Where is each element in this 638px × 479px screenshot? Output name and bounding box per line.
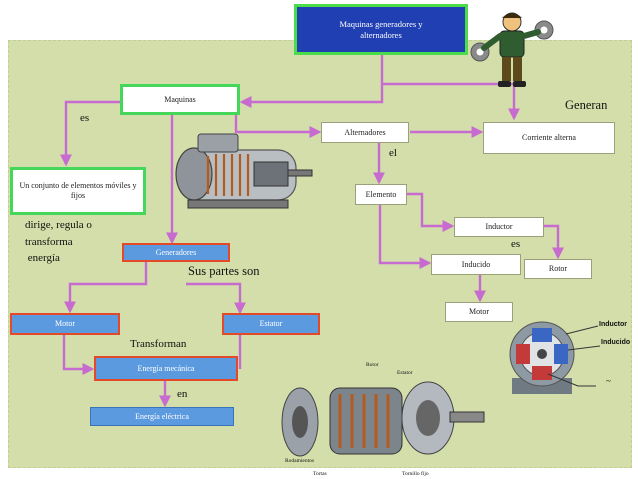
worker-with-gears-icon xyxy=(470,12,554,87)
part-label-tortas: Tortas xyxy=(313,471,327,477)
node-maquinas: Maquinas xyxy=(120,84,240,115)
part-label-estator: Estator xyxy=(397,370,413,376)
edge-motor-energia xyxy=(62,335,95,375)
node-energia-mecanica: Energía mecánica xyxy=(94,356,238,381)
node-generadores: Generadores xyxy=(122,243,230,262)
node-energia-electrica: Energía eléctrica xyxy=(90,407,234,426)
label-es-left: es xyxy=(80,112,90,124)
motor-label-tilde: ~ xyxy=(606,376,611,386)
edge-generadores-estator xyxy=(186,282,246,315)
edge-maquinas-es xyxy=(60,100,121,167)
node-estator: Estator xyxy=(222,313,320,335)
node-title: Maquinas generadores y alternadores xyxy=(294,4,468,55)
label-en: en xyxy=(177,388,188,400)
motor-cross-section-image xyxy=(509,321,601,394)
node-corriente-alterna: Corriente alterna xyxy=(483,122,615,154)
part-label-tornillo: Tornillo fijo xyxy=(402,471,429,477)
motor-label-inducido: Inducido xyxy=(601,339,631,346)
diagram-panel xyxy=(8,40,632,468)
label-es-right: es xyxy=(511,238,521,250)
node-motor-left: Motor xyxy=(10,313,120,335)
node-rotor: Rotor xyxy=(524,259,592,279)
edge-maquinas-alternadores xyxy=(234,114,322,138)
node-conjunto: Un conjunto de elementos móviles y fijos xyxy=(10,167,146,215)
edge-elemento-inductor xyxy=(406,192,455,232)
generator-cutaway-image xyxy=(175,133,313,209)
part-label-rotor: Rotor xyxy=(366,362,379,368)
node-alternadores: Alternadores xyxy=(321,122,409,143)
edge-elemento-inducido xyxy=(378,205,432,269)
part-label-rodamientos: Rodamientos xyxy=(285,458,315,464)
label-el: el xyxy=(389,147,397,159)
edge-title-maquinas xyxy=(239,55,384,108)
node-inducido: Inducido xyxy=(431,254,521,275)
node-elemento: Elemento xyxy=(355,184,407,205)
label-transforman: Transforman xyxy=(130,338,187,350)
label-transforma: transforma xyxy=(25,236,73,248)
exploded-alternator-image xyxy=(281,381,485,457)
label-sus-partes: Sus partes son xyxy=(188,264,260,278)
label-generan: Generan xyxy=(565,98,608,112)
node-inductor: Inductor xyxy=(454,217,544,237)
motor-label-inductor: Inductor xyxy=(599,321,627,328)
node-motor-right: Motor xyxy=(445,302,513,322)
label-dirige: dirige, regula o xyxy=(25,219,92,231)
label-energia: energía xyxy=(25,252,60,264)
edge-inductor-rotor xyxy=(544,224,564,260)
edge-generadores-motor xyxy=(64,262,148,314)
